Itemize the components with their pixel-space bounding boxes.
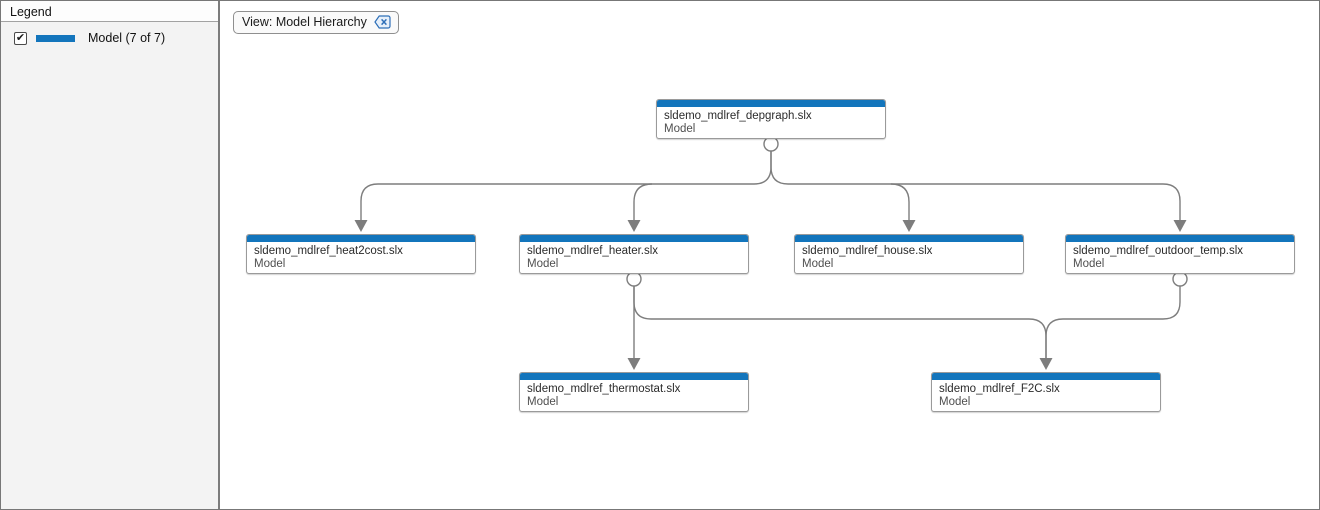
node-sldemo-mdlref-thermostat[interactable]: sldemo_mdlref_thermostat.slx Model bbox=[519, 372, 749, 412]
edge-heater-f2c[interactable] bbox=[633, 286, 1047, 358]
node-sldemo-mdlref-f2c[interactable]: sldemo_mdlref_F2C.slx Model bbox=[931, 372, 1161, 412]
node-type-bar bbox=[520, 235, 748, 242]
node-subtitle: Model bbox=[254, 258, 286, 270]
arrowhead-icon bbox=[627, 358, 641, 370]
legend-model-color-swatch bbox=[36, 34, 75, 42]
node-type-bar bbox=[657, 100, 885, 107]
edge-outdoor-temp-f2c[interactable] bbox=[1045, 286, 1181, 358]
node-subtitle: Model bbox=[527, 258, 559, 270]
node-subtitle: Model bbox=[1073, 258, 1105, 270]
node-type-bar bbox=[932, 373, 1160, 380]
node-title: sldemo_mdlref_heat2cost.slx bbox=[254, 245, 403, 257]
edge-source-port[interactable] bbox=[763, 136, 779, 152]
node-type-bar bbox=[247, 235, 475, 242]
node-sldemo-mdlref-heater[interactable]: sldemo_mdlref_heater.slx Model bbox=[519, 234, 749, 274]
node-sldemo-mdlref-house[interactable]: sldemo_mdlref_house.slx Model bbox=[794, 234, 1024, 274]
legend-model-label: Model (7 of 7) bbox=[88, 31, 166, 45]
node-title: sldemo_mdlref_F2C.slx bbox=[939, 383, 1060, 395]
edges-layer bbox=[354, 136, 1188, 370]
arrowhead-icon bbox=[1173, 220, 1187, 232]
edge-depgraph-outdoor-temp[interactable] bbox=[770, 151, 1181, 220]
arrowhead-icon bbox=[627, 220, 641, 232]
legend-model-checkbox[interactable]: ✔ bbox=[14, 31, 27, 45]
edge-group-depgraph-children[interactable] bbox=[354, 136, 1187, 232]
node-subtitle: Model bbox=[664, 123, 696, 135]
node-subtitle: Model bbox=[802, 258, 834, 270]
node-type-bar bbox=[795, 235, 1023, 242]
view-filter-chip[interactable]: View: Model Hierarchy bbox=[233, 11, 399, 34]
legend-panel: Legend ✔ Model (7 of 7) bbox=[1, 1, 220, 509]
edge-depgraph-heater[interactable] bbox=[633, 183, 653, 220]
node-sldemo-mdlref-outdoor-temp[interactable]: sldemo_mdlref_outdoor_temp.slx Model bbox=[1065, 234, 1295, 274]
edge-depgraph-heat2cost[interactable] bbox=[360, 151, 772, 220]
node-title: sldemo_mdlref_depgraph.slx bbox=[664, 110, 812, 122]
node-subtitle: Model bbox=[939, 396, 971, 408]
clear-view-icon[interactable] bbox=[374, 15, 391, 29]
legend-item-model: ✔ Model (7 of 7) bbox=[14, 31, 218, 45]
arrowhead-icon bbox=[1039, 358, 1053, 370]
node-sldemo-mdlref-heat2cost[interactable]: sldemo_mdlref_heat2cost.slx Model bbox=[246, 234, 476, 274]
edge-source-port[interactable] bbox=[626, 271, 642, 287]
graph-canvas[interactable]: View: Model Hierarchy sldemo_mdlref_depg… bbox=[222, 1, 1319, 509]
arrowhead-icon bbox=[902, 220, 916, 232]
edge-group-heater-outdoor-children[interactable] bbox=[626, 271, 1188, 370]
checkmark-icon: ✔ bbox=[15, 31, 26, 44]
legend-panel-title: Legend bbox=[1, 1, 218, 22]
node-type-bar bbox=[1066, 235, 1294, 242]
view-filter-label: View: Model Hierarchy bbox=[242, 15, 367, 29]
node-sldemo-mdlref-depgraph[interactable]: sldemo_mdlref_depgraph.slx Model bbox=[656, 99, 886, 139]
node-title: sldemo_mdlref_outdoor_temp.slx bbox=[1073, 245, 1244, 257]
node-type-bar bbox=[520, 373, 748, 380]
node-title: sldemo_mdlref_house.slx bbox=[802, 245, 933, 257]
edge-source-port[interactable] bbox=[1172, 271, 1188, 287]
node-title: sldemo_mdlref_heater.slx bbox=[527, 245, 659, 257]
arrowhead-icon bbox=[354, 220, 368, 232]
node-subtitle: Model bbox=[527, 396, 559, 408]
node-title: sldemo_mdlref_thermostat.slx bbox=[527, 383, 681, 395]
edge-depgraph-house[interactable] bbox=[890, 183, 910, 220]
